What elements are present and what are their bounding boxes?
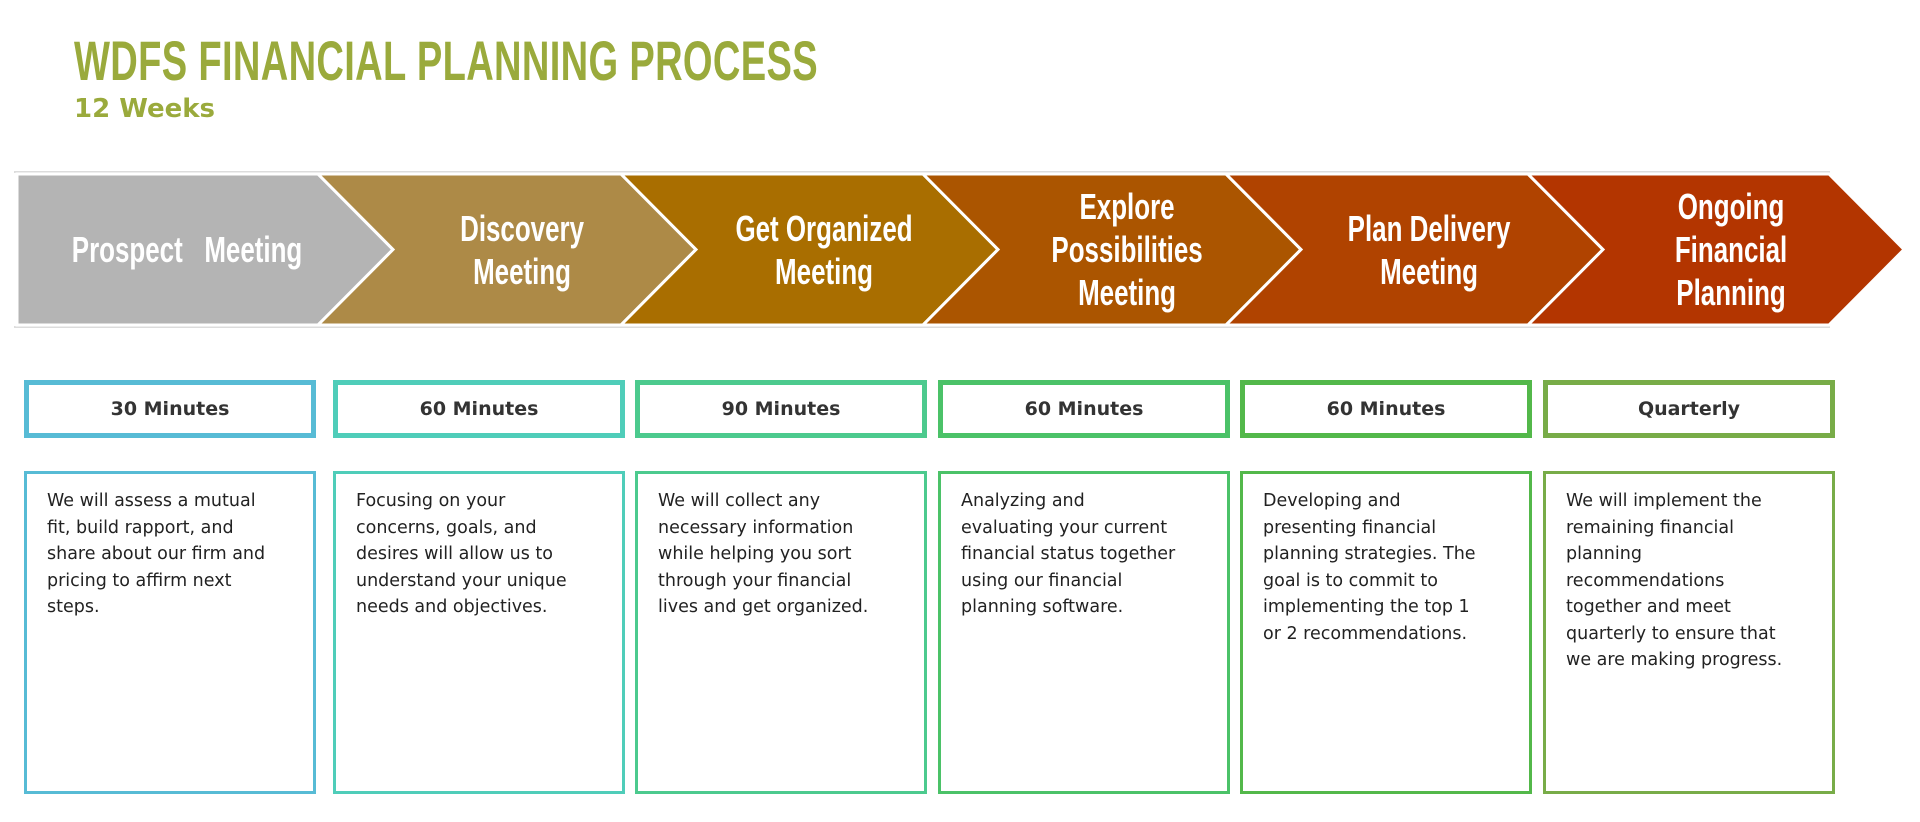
description-line: planning (1566, 544, 1642, 564)
description-line: share about our firm and (47, 544, 266, 564)
step-title: Explore Possibilities Meeting (1051, 186, 1203, 313)
description-line: pricing to affirm next (47, 570, 232, 591)
step-duration-badge: 90 Minutes (635, 380, 927, 438)
description-line: Analyzing and (961, 491, 1085, 511)
description-line: or 2 recommendations. (1263, 623, 1468, 644)
description-line: we are making progress. (1566, 650, 1783, 670)
chevron-label-container: Ongoing Financial Planning (1603, 174, 1859, 325)
step-description-box: We will implement the remaining financial… (1543, 471, 1835, 794)
description-line: Developing and (1263, 491, 1401, 511)
step-title: Discovery Meeting (460, 207, 584, 292)
description-line: recommendations (1566, 570, 1725, 591)
page-title: WDFS FINANCIAL PLANNING PROCESS (74, 29, 818, 92)
description-line: steps. (47, 597, 100, 617)
description-line: planning strategies. The (1263, 544, 1476, 564)
description-line: We will implement the (1566, 491, 1762, 511)
description-line: evaluating your current (961, 517, 1168, 538)
step-title: Ongoing Financial Planning (1674, 186, 1788, 313)
chevron-label-container: Get Organized Meeting (696, 174, 953, 325)
step-title: Plan Delivery Meeting (1348, 207, 1511, 292)
step-title: Get Organized Meeting (735, 207, 914, 292)
step-duration-badge: 60 Minutes (1240, 380, 1532, 438)
description-line: Focusing on your (356, 491, 506, 511)
description-line: concerns, goals, and (356, 517, 537, 538)
chevron-label-container: Prospect Meeting (17, 174, 358, 325)
step-description-box: Focusing on your concerns, goals, and desi… (333, 471, 625, 794)
description-line: using our financial (961, 570, 1123, 591)
description-line: implementing the top 1 (1263, 597, 1470, 617)
chevron-label-container: Explore Possibilities Meeting (998, 174, 1256, 325)
step-description-box: We will assess a mutual fit, build rappor… (24, 471, 316, 794)
description-line: We will assess a mutual (47, 491, 256, 511)
description-line: We will collect any (658, 491, 821, 511)
step-title: Prospect Meeting (72, 229, 303, 270)
description-line: desires will allow us to (356, 544, 553, 564)
description-line: presenting financial (1263, 517, 1437, 538)
step-duration-badge: 60 Minutes (938, 380, 1230, 438)
step-description-box: We will collect any necessary information… (635, 471, 927, 794)
description-line: quarterly to ensure that (1566, 623, 1776, 644)
description-line: lives and get organized. (658, 597, 869, 617)
description-line: goal is to commit to (1263, 570, 1438, 591)
description-line: necessary information (658, 517, 854, 538)
step-description-box: Developing and presenting financial planni… (1240, 471, 1532, 794)
description-line: while helping you sort (658, 544, 852, 564)
step-duration-badge: 30 Minutes (24, 380, 316, 438)
chevron-label-container: Discovery Meeting (393, 174, 651, 325)
description-line: needs and objectives. (356, 597, 548, 617)
description-line: through your financial (658, 570, 852, 591)
step-description-box: Analyzing and evaluating your current fina… (938, 471, 1230, 794)
description-line: remaining financial (1566, 517, 1734, 538)
chevron-step-6 (1524, 172, 1907, 327)
step-duration-badge: Quarterly (1543, 380, 1835, 438)
description-line: fit, build rapport, and (47, 517, 234, 538)
page-subtitle: 12 Weeks (74, 94, 216, 124)
step-duration-badge: 60 Minutes (333, 380, 625, 438)
chevron-label-container: Plan Delivery Meeting (1301, 174, 1558, 325)
description-line: planning software. (961, 597, 1124, 617)
description-line: together and meet (1566, 597, 1731, 617)
description-line: understand your unique (356, 570, 567, 591)
description-line: financial status together (961, 544, 1176, 564)
